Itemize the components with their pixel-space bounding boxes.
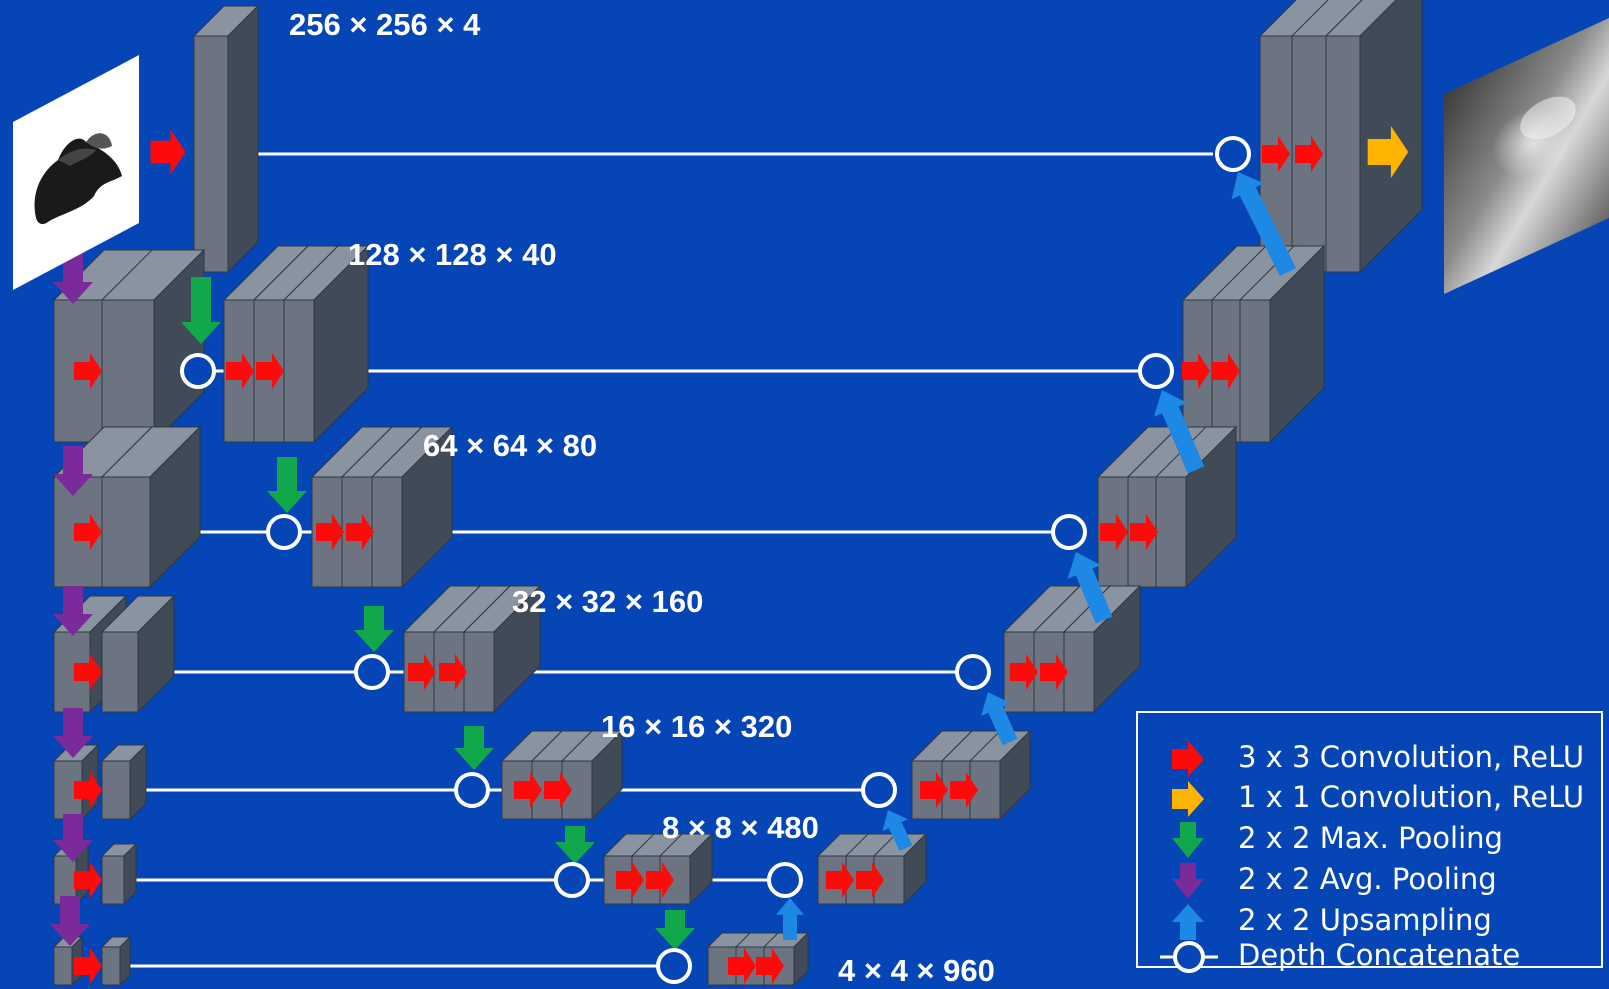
purple-down-arrow-icon [1152,861,1222,901]
legend-label: Depth Concatenate [1238,941,1520,970]
legend-label: 2 x 2 Upsampling [1238,906,1492,935]
max-pooling-arrow [655,910,695,950]
concatenate-node [1217,138,1249,170]
dim-label-level-2: 128 × 128 × 40 [348,239,557,270]
legend-item-upsampling: 2 x 2 Upsampling [1138,902,1601,942]
yellow-right-arrow-icon [1152,779,1222,819]
conv-arrow [151,130,186,175]
concatenate-node [182,355,214,387]
legend-label: 1 x 1 Convolution, ReLU [1238,783,1584,812]
concatenate-node [769,864,801,896]
max-pooling-arrow [354,606,394,652]
dim-label-level-5: 16 × 16 × 320 [601,711,792,742]
legend-label: 2 x 2 Avg. Pooling [1238,865,1497,894]
concatenate-node [268,516,300,548]
legend-box: 3 x 3 Convolution, ReLU 1 x 1 Convolutio… [1136,711,1603,968]
concatenate-node [556,864,588,896]
feature-map-block [102,844,136,904]
concatenate-node [456,774,488,806]
concatenate-node [1053,516,1085,548]
concatenate-circle-icon [1152,937,1222,977]
concatenate-node [1140,355,1172,387]
concatenate-node [863,774,895,806]
legend-item-conv3x3: 3 x 3 Convolution, ReLU [1138,739,1601,779]
max-pooling-arrow [555,826,595,864]
feature-map-block [102,937,130,985]
feature-map-block [102,745,146,819]
concatenate-node [356,656,388,688]
concatenate-node [658,950,690,982]
feature-map-block [194,6,258,272]
max-pooling-arrow [267,457,307,513]
legend-item-concatenate: Depth Concatenate [1138,937,1601,977]
legend-label: 3 x 3 Convolution, ReLU [1238,743,1584,772]
dim-label-level-6: 8 × 8 × 480 [662,812,819,843]
dim-label-level-4: 32 × 32 × 160 [512,586,703,617]
dim-label-level-1: 256 × 256 × 4 [289,9,480,40]
output-image [1444,18,1609,294]
red-right-arrow-icon [1152,739,1222,779]
concatenate-node [957,656,989,688]
green-down-arrow-icon [1152,820,1222,860]
legend-item-avg-pooling: 2 x 2 Avg. Pooling [1138,861,1601,901]
dim-label-level-7: 4 × 4 × 960 [838,955,995,986]
max-pooling-arrow [454,726,494,770]
blue-up-arrow-icon [1152,902,1222,942]
legend-label: 2 x 2 Max. Pooling [1238,824,1503,853]
legend-item-conv1x1: 1 x 1 Convolution, ReLU [1138,779,1601,819]
feature-map-block [1326,0,1422,272]
dim-label-level-3: 64 × 64 × 80 [423,430,597,461]
legend-item-max-pooling: 2 x 2 Max. Pooling [1138,820,1601,860]
